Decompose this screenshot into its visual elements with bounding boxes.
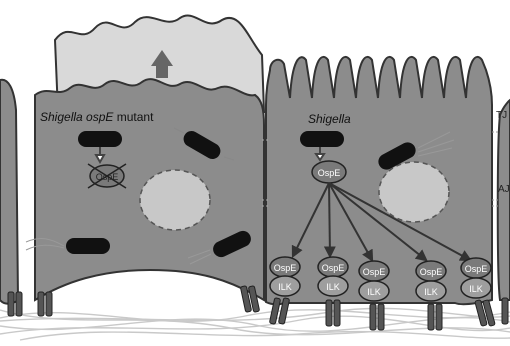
blocked-effector: OspE	[88, 164, 126, 188]
bacterium	[66, 238, 110, 254]
complex-ilk-label: ILK	[367, 287, 381, 297]
mutant-cell-label-plain: mutant	[113, 110, 154, 124]
nucleus	[379, 162, 449, 222]
complex-ospe-label: OspE	[363, 267, 386, 277]
complex-ospe-label: OspE	[420, 267, 443, 277]
adherens-junction-label: AJ	[498, 184, 510, 195]
mutant-cell-label: Shigella ospE mutant	[40, 110, 154, 124]
wildtype-cell-label: Shigella	[308, 112, 351, 126]
complex-ilk-label: ILK	[469, 284, 483, 294]
complex-ilk-label: ILK	[278, 282, 292, 292]
complex-ospe-label: OspE	[465, 264, 488, 274]
tight-junction-label: TJ	[496, 110, 507, 121]
bacterium	[300, 131, 344, 147]
nucleus	[140, 170, 210, 230]
complex-ospe-label: OspE	[274, 263, 297, 273]
secreted-effector-label: OspE	[318, 168, 341, 178]
bacterium	[78, 131, 122, 147]
neighbor-cell-left	[0, 80, 18, 304]
complex-ilk-label: ILK	[326, 282, 340, 292]
mutant-cell-label-italic: Shigella ospE	[40, 110, 114, 124]
neighbor-cell-right	[498, 100, 510, 300]
complex-ilk-label: ILK	[424, 287, 438, 297]
complex-ospe-label: OspE	[322, 263, 345, 273]
